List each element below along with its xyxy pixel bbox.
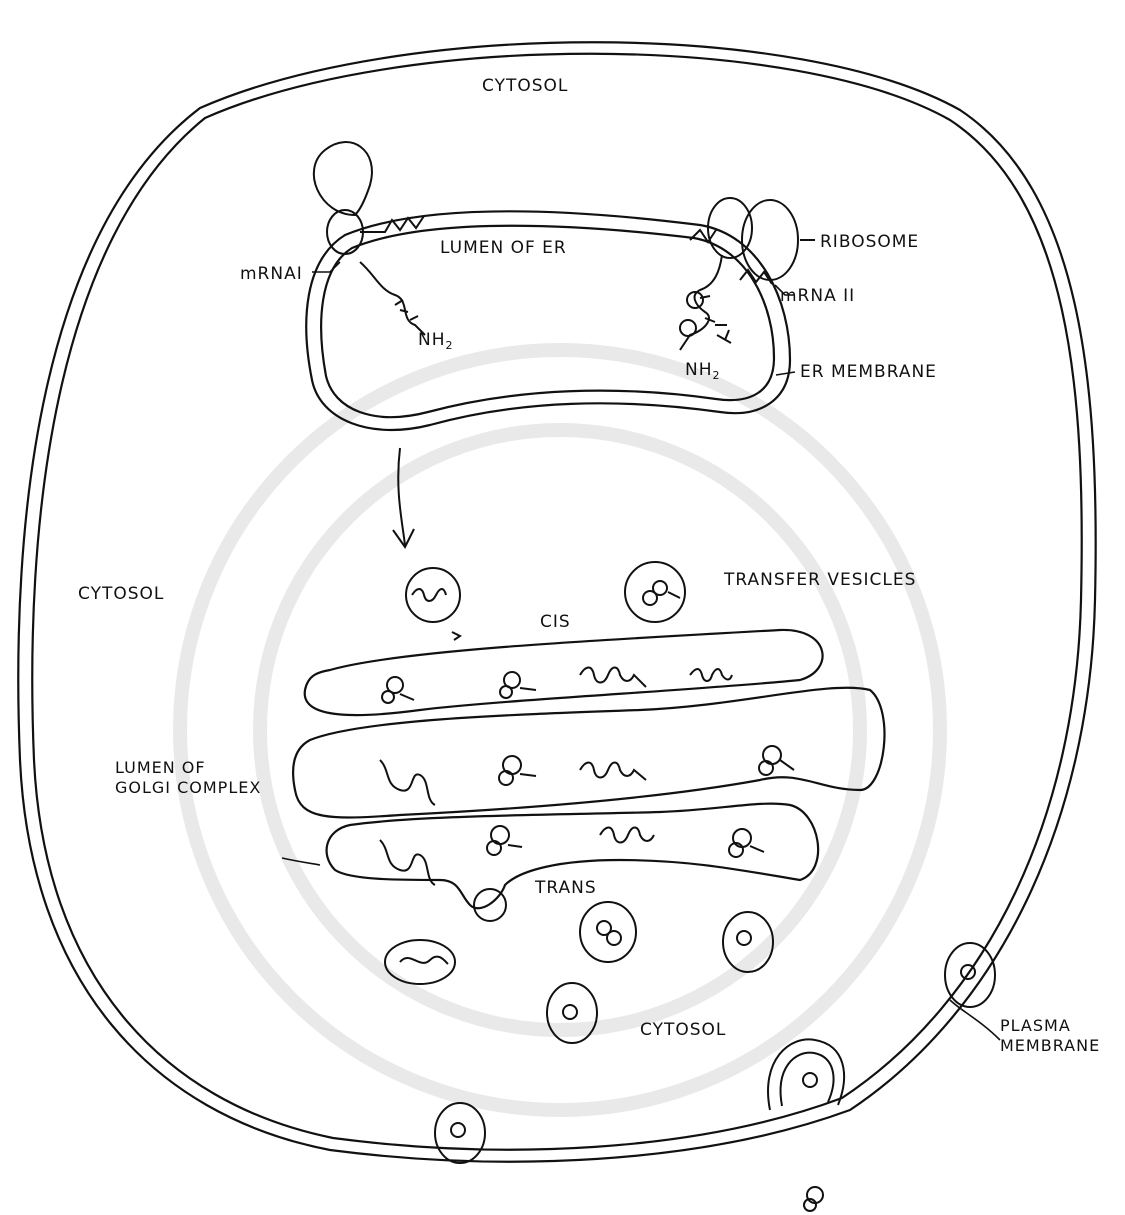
nh2-right-label: NH2 bbox=[685, 360, 721, 386]
transfer-vesicles-label: TRANSFER VESICLES bbox=[724, 570, 916, 590]
ribosome-label: RIBOSOME bbox=[820, 232, 919, 252]
watermark-logo bbox=[180, 350, 940, 1110]
ribosome-right bbox=[690, 198, 815, 284]
golgi-cisterna-medial bbox=[293, 688, 884, 818]
plasma-membrane bbox=[18, 42, 1095, 1161]
transfer-vesicle-right bbox=[625, 562, 685, 622]
polypeptide-chains-er bbox=[360, 255, 731, 350]
cytosol-left-label: CYTOSOL bbox=[78, 584, 164, 604]
lumen-er-label: LUMEN OF ER bbox=[440, 238, 567, 258]
nh2-left-label: NH2 bbox=[418, 330, 454, 356]
golgi-cisterna-cis bbox=[305, 630, 823, 715]
mrna1-label: mRNAI bbox=[240, 264, 303, 284]
cytosol-top-label: CYTOSOL bbox=[482, 76, 568, 96]
trans-label: TRANS bbox=[535, 878, 597, 898]
cytosol-bottom-label: CYTOSOL bbox=[640, 1020, 726, 1040]
ribosome-left bbox=[314, 142, 424, 254]
er-membrane-label: ER MEMBRANE bbox=[800, 362, 937, 382]
transfer-vesicle-left bbox=[406, 568, 460, 640]
cis-label: CIS bbox=[540, 612, 571, 632]
mrna2-label: mRNA II bbox=[780, 286, 855, 306]
